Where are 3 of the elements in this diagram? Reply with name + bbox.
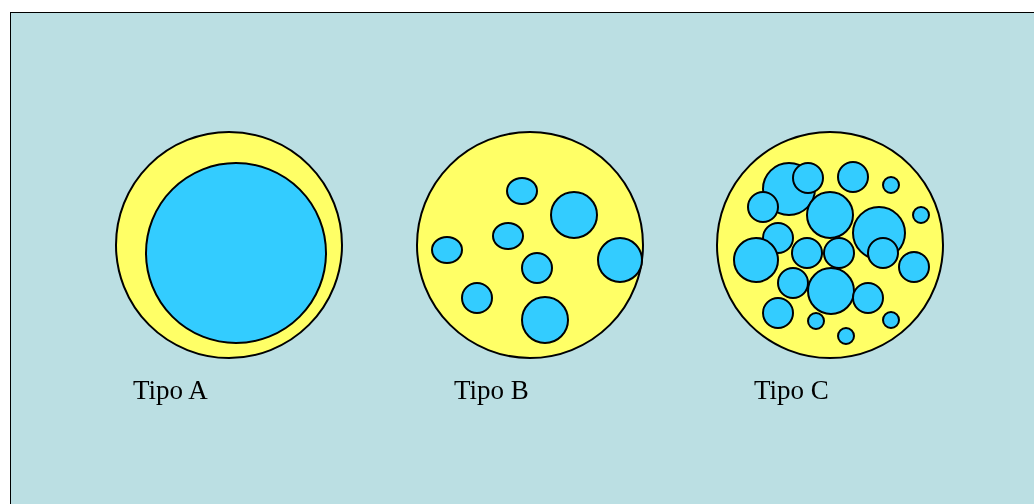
type-label: Tipo B [454, 375, 529, 406]
type-label: Tipo A [133, 375, 208, 406]
type-label: Tipo C [754, 375, 829, 406]
